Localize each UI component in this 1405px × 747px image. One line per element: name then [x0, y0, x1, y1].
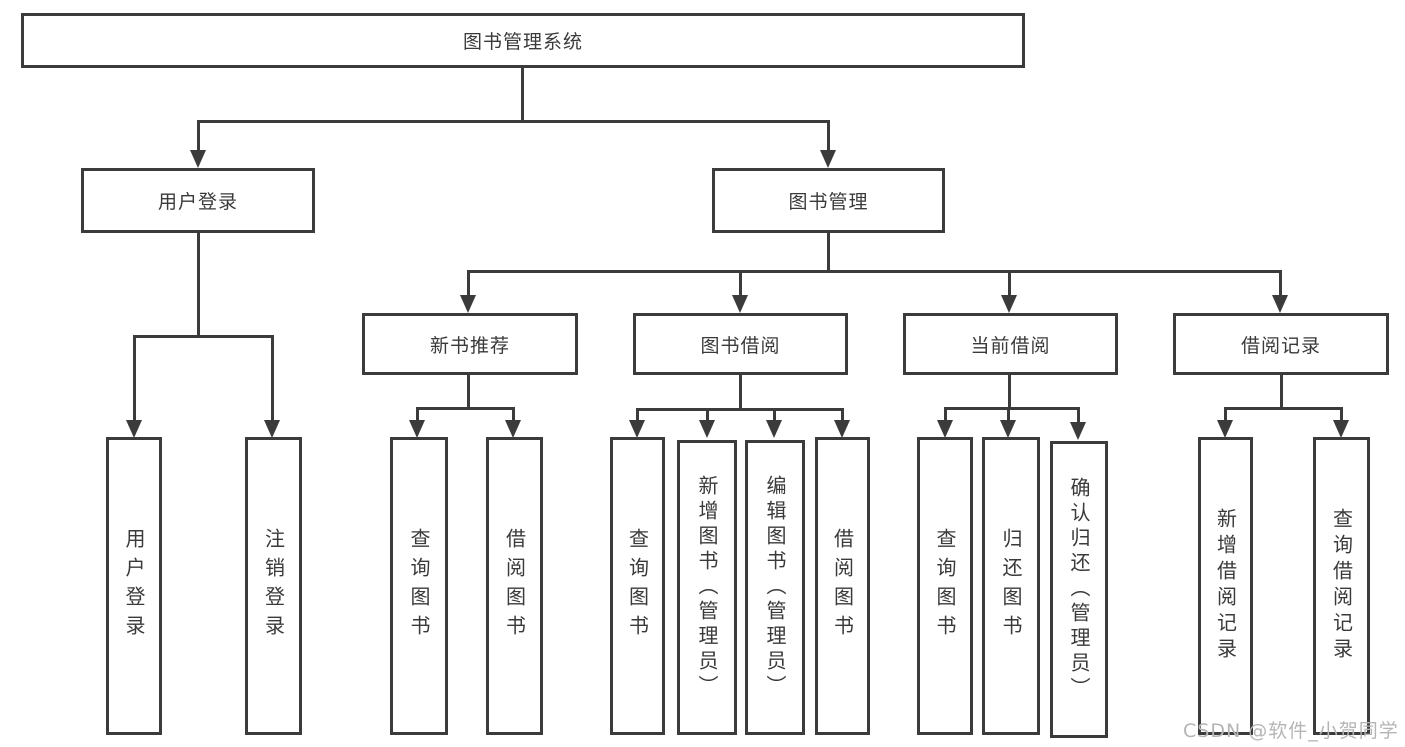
arrow-down-icon [126, 420, 142, 438]
arrow-down-icon [1333, 420, 1349, 438]
connector-line [512, 407, 515, 423]
connector-line [739, 270, 742, 297]
connector-line [1077, 407, 1080, 422]
arrow-down-icon [505, 420, 521, 438]
connector-line [636, 408, 843, 411]
connector-line [133, 335, 274, 338]
node-bb-borrow-books: 借阅图书 [815, 437, 870, 735]
node-nb-query-books-label: 查询图书 [407, 528, 431, 644]
node-new-book-recommend-label: 新书推荐 [429, 334, 510, 357]
connector-line [271, 335, 274, 422]
watermark: CSDN @软件_小贺同学 [1183, 720, 1399, 742]
node-bb-query-books: 查询图书 [610, 437, 665, 735]
connector-line [739, 375, 742, 411]
arrow-down-icon [409, 420, 425, 438]
connector-line [1279, 270, 1282, 297]
arrow-down-icon [629, 420, 645, 438]
node-cur-return-books: 归还图书 [982, 437, 1040, 735]
connector-line [827, 120, 830, 153]
connector-line [1007, 407, 1010, 422]
node-current-borrow: 当前借阅 [903, 313, 1118, 375]
connector-line [1224, 407, 1227, 422]
arrow-down-icon [834, 420, 850, 438]
node-book-management: 图书管理 [712, 168, 945, 233]
node-cur-query-books: 查询图书 [917, 437, 973, 735]
arrow-down-icon [1070, 422, 1086, 440]
arrow-down-icon [1272, 295, 1288, 313]
node-user-login-label: 用户登录 [157, 191, 238, 213]
node-rec-add-record-label: 新增借阅记录 [1213, 508, 1238, 664]
connector-line [467, 375, 470, 410]
arrow-down-icon [1000, 420, 1016, 438]
node-bb-borrow-books-label: 借阅图书 [830, 528, 855, 644]
connector-line [944, 407, 947, 422]
node-book-borrow-label: 图书借阅 [700, 334, 781, 357]
connector-line [1340, 407, 1343, 422]
node-cur-confirm-return-admin-label: 确认归还（管理员） [1067, 477, 1091, 702]
node-rec-query-record-label: 查询借阅记录 [1329, 508, 1354, 664]
node-borrow-records: 借阅记录 [1173, 313, 1389, 375]
node-bb-add-books-admin: 新增图书（管理员） [677, 440, 737, 735]
connector-line [636, 408, 639, 422]
connector-line [827, 233, 830, 273]
node-logout-label: 注销登录 [261, 528, 286, 644]
connector-line [1280, 375, 1283, 410]
node-book-borrow: 图书借阅 [633, 313, 848, 375]
node-book-management-label: 图书管理 [788, 191, 869, 213]
node-bb-edit-books-admin: 编辑图书（管理员） [745, 440, 805, 735]
node-rec-query-record: 查询借阅记录 [1313, 437, 1370, 735]
connector-line [467, 270, 470, 297]
node-root-label: 图书管理系统 [462, 31, 583, 53]
node-user-login-leaf-label: 用户登录 [122, 528, 146, 644]
node-logout: 注销登录 [245, 437, 302, 735]
node-nb-borrow-books: 借阅图书 [486, 437, 543, 735]
connector-line [1008, 375, 1011, 410]
arrow-down-icon [699, 420, 715, 438]
node-user-login: 用户登录 [81, 168, 315, 233]
arrow-down-icon [937, 420, 953, 438]
node-nb-borrow-books-label: 借阅图书 [502, 528, 527, 644]
node-cur-confirm-return-admin: 确认归还（管理员） [1050, 441, 1108, 738]
connector-line [1224, 407, 1342, 410]
node-bb-query-books-label: 查询图书 [625, 528, 650, 644]
connector-line [197, 233, 200, 338]
connector-line [416, 407, 515, 410]
arrow-down-icon [264, 420, 280, 438]
arrow-down-icon [1217, 420, 1233, 438]
arrow-down-icon [460, 295, 476, 313]
node-cur-query-books-label: 查询图书 [933, 528, 957, 644]
connector-line [773, 408, 776, 422]
connector-line [706, 408, 709, 422]
arrow-down-icon [732, 295, 748, 313]
node-user-login-leaf: 用户登录 [106, 437, 162, 735]
connector-line [197, 120, 830, 123]
node-root: 图书管理系统 [21, 13, 1025, 68]
node-bb-edit-books-admin-label: 编辑图书（管理员） [763, 475, 787, 700]
node-cur-return-books-label: 归还图书 [999, 528, 1023, 644]
node-current-borrow-label: 当前借阅 [970, 334, 1051, 357]
connector-line [1008, 270, 1011, 297]
node-nb-query-books: 查询图书 [390, 437, 448, 735]
connector-line [416, 407, 419, 423]
arrow-down-icon [766, 420, 782, 438]
node-borrow-records-label: 借阅记录 [1240, 334, 1321, 357]
arrow-down-icon [820, 150, 836, 168]
connector-line [944, 407, 1080, 410]
arrow-down-icon [1001, 295, 1017, 313]
node-bb-add-books-admin-label: 新增图书（管理员） [695, 475, 719, 700]
arrow-down-icon [190, 150, 206, 168]
connector-line [521, 68, 524, 123]
node-rec-add-record: 新增借阅记录 [1198, 437, 1253, 735]
connector-line [133, 335, 136, 422]
node-new-book-recommend: 新书推荐 [362, 313, 578, 375]
connector-line [841, 408, 844, 422]
connector-line [197, 120, 200, 153]
connector-line [467, 270, 1282, 273]
